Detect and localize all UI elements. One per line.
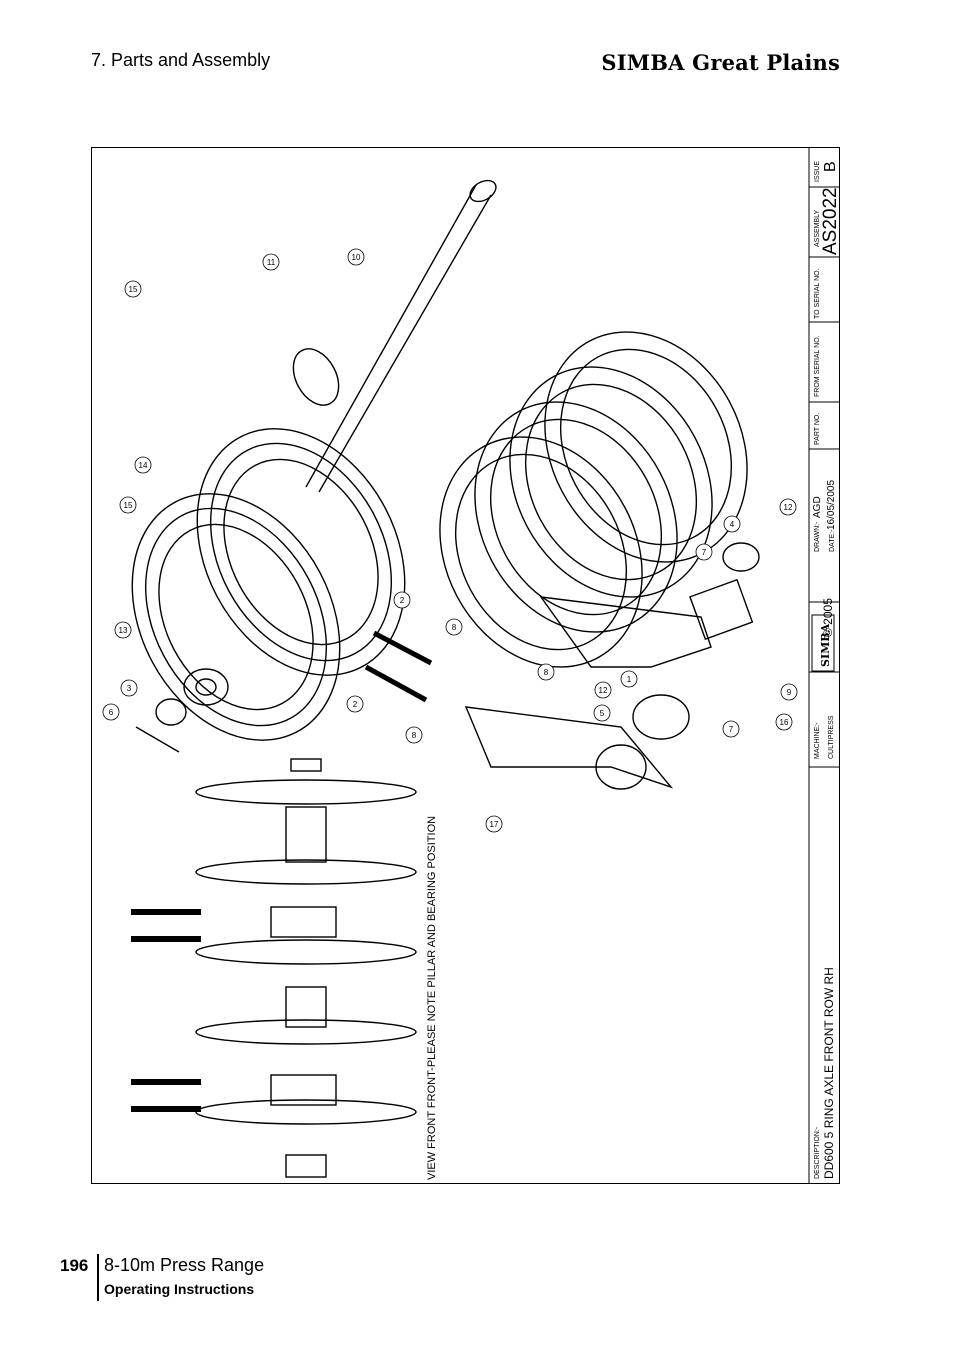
callout-8c — [405, 726, 423, 744]
date-label: DATE:- — [829, 529, 836, 552]
issue-label: ISSUE — [814, 161, 821, 182]
callout-4 — [723, 515, 741, 533]
view-note: VIEW FRONT FRONT-PLEASE NOTE PILLAR AND … — [426, 816, 438, 1180]
callout-number: 12 — [784, 503, 793, 512]
callout-number: 8 — [412, 731, 417, 740]
callout-number: 16 — [780, 718, 789, 727]
callout-14 — [134, 456, 152, 474]
simba-logo: SIMBA — [811, 614, 835, 672]
callout-1 — [620, 670, 638, 688]
callout-7 — [695, 543, 713, 561]
callout-number: 5 — [600, 709, 605, 718]
callout-number: 11 — [267, 258, 276, 267]
callout-number: 13 — [119, 626, 128, 635]
svg-text:SIMBA: SIMBA — [819, 623, 832, 667]
callouts — [102, 248, 798, 833]
callout-number: 17 — [490, 820, 499, 829]
footer-subtitle: Operating Instructions — [104, 1281, 255, 1297]
machine-label: MACHINE:- — [814, 722, 821, 759]
callout-9 — [780, 683, 798, 701]
callout-number: 12 — [599, 686, 608, 695]
exploded-assembly — [131, 179, 760, 1178]
callout-2b — [346, 695, 364, 713]
issue-value: B — [822, 161, 839, 172]
callout-number: 9 — [787, 688, 792, 697]
callout-3 — [120, 679, 138, 697]
footer-title: 8-10m Press Range — [104, 1255, 265, 1275]
callout-13 — [114, 621, 132, 639]
part-no-label: PART NO. — [814, 413, 821, 445]
callout-number: 2 — [400, 596, 405, 605]
assembly-label: ASSEMBLY — [814, 209, 821, 247]
callout-10 — [347, 248, 365, 266]
callout-number: 7 — [702, 548, 707, 557]
from-serial-label: FROM SERIAL NO. — [814, 335, 821, 397]
callout-number: 3 — [127, 684, 132, 693]
callout-15 — [124, 280, 142, 298]
callout-8 — [445, 618, 463, 636]
callout-number: 8 — [544, 668, 549, 677]
copyright: © 2005 — [821, 598, 835, 637]
parts-drawing: ISSUE B ASSEMBLY AS2022 TO SERIAL NO. FR… — [91, 147, 840, 1184]
callout-number: 8 — [452, 623, 457, 632]
callout-17 — [485, 815, 503, 833]
callout-number: 7 — [729, 725, 734, 734]
callout-7b — [722, 720, 740, 738]
assembly-value: AS2022 — [820, 187, 840, 255]
description-value: DD600 5 RING AXLE FRONT ROW RH — [822, 967, 836, 1179]
callout-5 — [593, 704, 611, 722]
machine-value: CULTIPRESS — [828, 715, 835, 759]
drawn-value: AGD — [812, 496, 823, 518]
drawing-frame — [91, 147, 840, 1184]
drawn-label: DRAWN:- — [814, 521, 821, 552]
callout-number: 1 — [627, 675, 632, 684]
callout-12b — [779, 498, 797, 516]
callout-16 — [775, 713, 793, 731]
to-serial-label: TO SERIAL NO. — [814, 268, 821, 319]
brand-logo: SIMBA Great Plains — [601, 50, 840, 75]
callout-number: 4 — [730, 520, 735, 529]
callout-number: 15 — [129, 285, 138, 294]
section-title: 7. Parts and Assembly — [91, 50, 271, 70]
callout-12 — [594, 681, 612, 699]
callout-number: 14 — [139, 461, 148, 470]
callout-number: 2 — [353, 700, 358, 709]
callout-11 — [262, 253, 280, 271]
callout-8b — [537, 663, 555, 681]
callout-6 — [102, 703, 120, 721]
page-number: 196 — [60, 1256, 89, 1275]
description-label: DESCRIPTION:- — [814, 1126, 821, 1179]
drawing-canvas: ISSUE B ASSEMBLY AS2022 TO SERIAL NO. FR… — [91, 147, 840, 1184]
callout-number: 6 — [109, 708, 114, 717]
callout-2 — [393, 591, 411, 609]
callout-number: 10 — [352, 253, 361, 262]
callout-15b — [119, 496, 137, 514]
date-value: 16/05/2005 — [826, 480, 837, 530]
footer-divider — [97, 1254, 99, 1301]
callout-number: 15 — [124, 501, 133, 510]
